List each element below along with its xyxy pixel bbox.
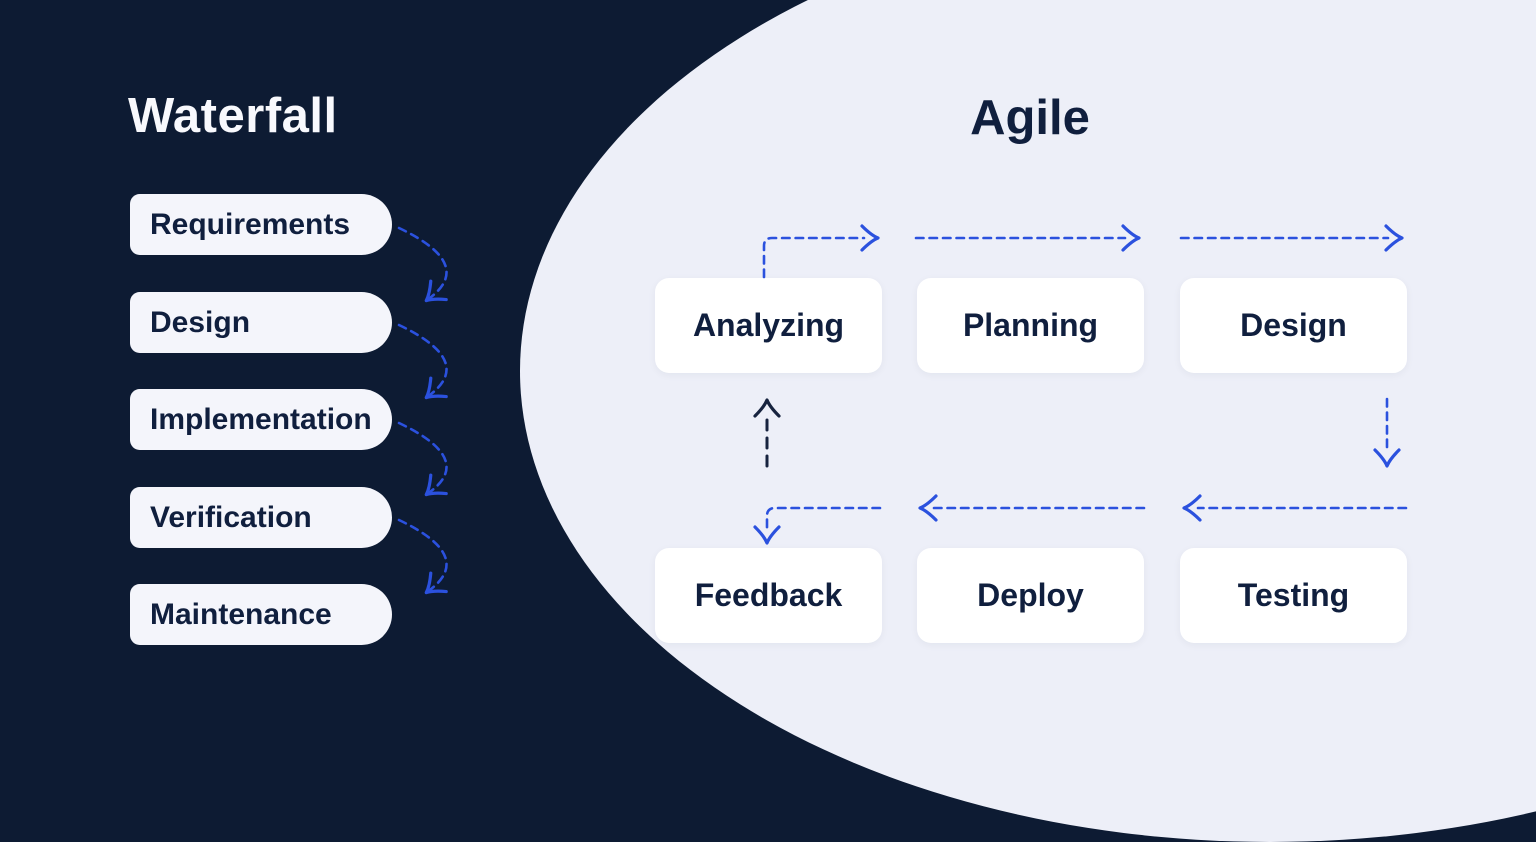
agile-box-planning: Planning bbox=[917, 278, 1144, 373]
waterfall-step-label: Requirements bbox=[150, 207, 351, 241]
waterfall-step-maintenance: Maintenance bbox=[130, 584, 392, 645]
agile-box-label: Analyzing bbox=[692, 307, 845, 343]
arrowhead-down-left-icon bbox=[424, 279, 448, 303]
arrowhead-down-left-icon bbox=[424, 571, 448, 595]
waterfall-connector-3 bbox=[397, 421, 448, 496]
waterfall-connector-2 bbox=[397, 323, 448, 399]
waterfall-connector-1 bbox=[397, 226, 448, 302]
agile-box-analyzing: Analyzing bbox=[655, 278, 882, 373]
waterfall-title: Waterfall bbox=[128, 89, 338, 143]
agile-box-design: Design bbox=[1180, 278, 1407, 373]
waterfall-step-requirements: Requirements bbox=[130, 194, 392, 255]
agile-title: Agile bbox=[970, 91, 1090, 145]
agile-box-feedback: Feedback bbox=[655, 548, 882, 643]
waterfall-connector-4 bbox=[397, 518, 448, 594]
agile-box-label: Feedback bbox=[694, 577, 843, 613]
agile-box-deploy: Deploy bbox=[917, 548, 1144, 643]
agile-box-label: Deploy bbox=[977, 577, 1084, 613]
waterfall-step-label: Implementation bbox=[150, 402, 372, 436]
arrowhead-down-left-icon bbox=[424, 473, 448, 497]
waterfall-step-label: Design bbox=[150, 305, 251, 339]
agile-box-testing: Testing bbox=[1180, 548, 1407, 643]
arrowhead-down-left-icon bbox=[424, 376, 448, 400]
waterfall-step-label: Maintenance bbox=[150, 597, 332, 631]
agile-box-label: Testing bbox=[1237, 577, 1350, 613]
waterfall-step-verification: Verification bbox=[130, 487, 392, 548]
waterfall-step-implementation: Implementation bbox=[130, 389, 392, 450]
agile-box-label: Design bbox=[1240, 307, 1347, 343]
waterfall-step-design: Design bbox=[130, 292, 392, 353]
waterfall-step-label: Verification bbox=[150, 500, 312, 534]
agile-box-label: Planning bbox=[962, 307, 1099, 343]
